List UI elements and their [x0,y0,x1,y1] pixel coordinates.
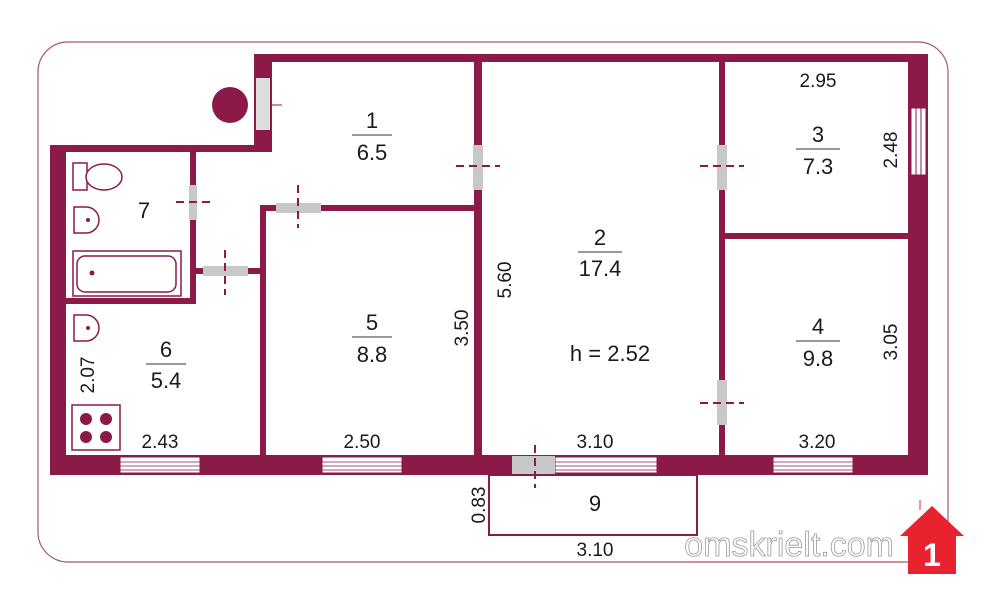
svg-text:3.10: 3.10 [577,540,614,561]
room-2-area: 17.4 [579,256,622,281]
doors[interactable] [176,145,744,488]
riser-pipe-icon [212,87,248,123]
svg-text:0.83: 0.83 [469,487,490,524]
room-5-area: 8.8 [357,342,388,367]
room-4-number: 4 [812,314,824,339]
brand-badge: 1 [923,537,941,573]
brand-logo: 1 omskrielt.com [684,500,964,574]
balcony [488,474,698,536]
room-3-number: 3 [812,122,824,147]
room-9-number: 9 [589,491,601,516]
room-5-number: 5 [366,310,378,335]
kitchen-sink-icon [73,314,100,342]
ceiling-height: h = 2.52 [570,341,650,366]
svg-text:2.50: 2.50 [344,432,381,453]
window [119,456,201,474]
room-7-number: 7 [138,198,150,223]
svg-text:3.20: 3.20 [799,432,836,453]
window [321,456,403,474]
stove-icon [71,404,121,451]
plan-border [37,41,949,563]
room-4-area: 9.8 [803,346,834,371]
bathtub-icon [72,250,182,297]
window [772,456,854,474]
windows [119,78,927,474]
room-1-number: 1 [366,108,378,133]
svg-text:3.50: 3.50 [452,310,473,347]
room-3-area: 7.3 [803,154,834,179]
svg-text:2.07: 2.07 [78,357,99,394]
svg-text:5.60: 5.60 [495,262,516,299]
svg-text:3.05: 3.05 [881,324,902,361]
room-1-area: 6.5 [357,140,388,165]
room-labels: 1 6.5 2 17.4 h = 2.52 3 7.3 4 9.8 5 8.8 … [138,108,840,516]
dimensions: 2.95 2.48 3.05 3.20 5.60 3.10 3.50 2.50 … [78,71,902,561]
svg-text:2.48: 2.48 [881,132,902,169]
room-6-number: 6 [160,337,172,362]
room-2-number: 2 [594,225,606,250]
brand-text: omskrielt.com [684,526,894,564]
room-6-area: 5.4 [151,368,182,393]
sink-icon [73,206,100,234]
svg-text:2.95: 2.95 [800,71,837,92]
svg-text:3.10: 3.10 [577,432,614,453]
toilet-icon [72,162,123,191]
svg-text:2.43: 2.43 [142,432,179,453]
window [554,456,658,474]
